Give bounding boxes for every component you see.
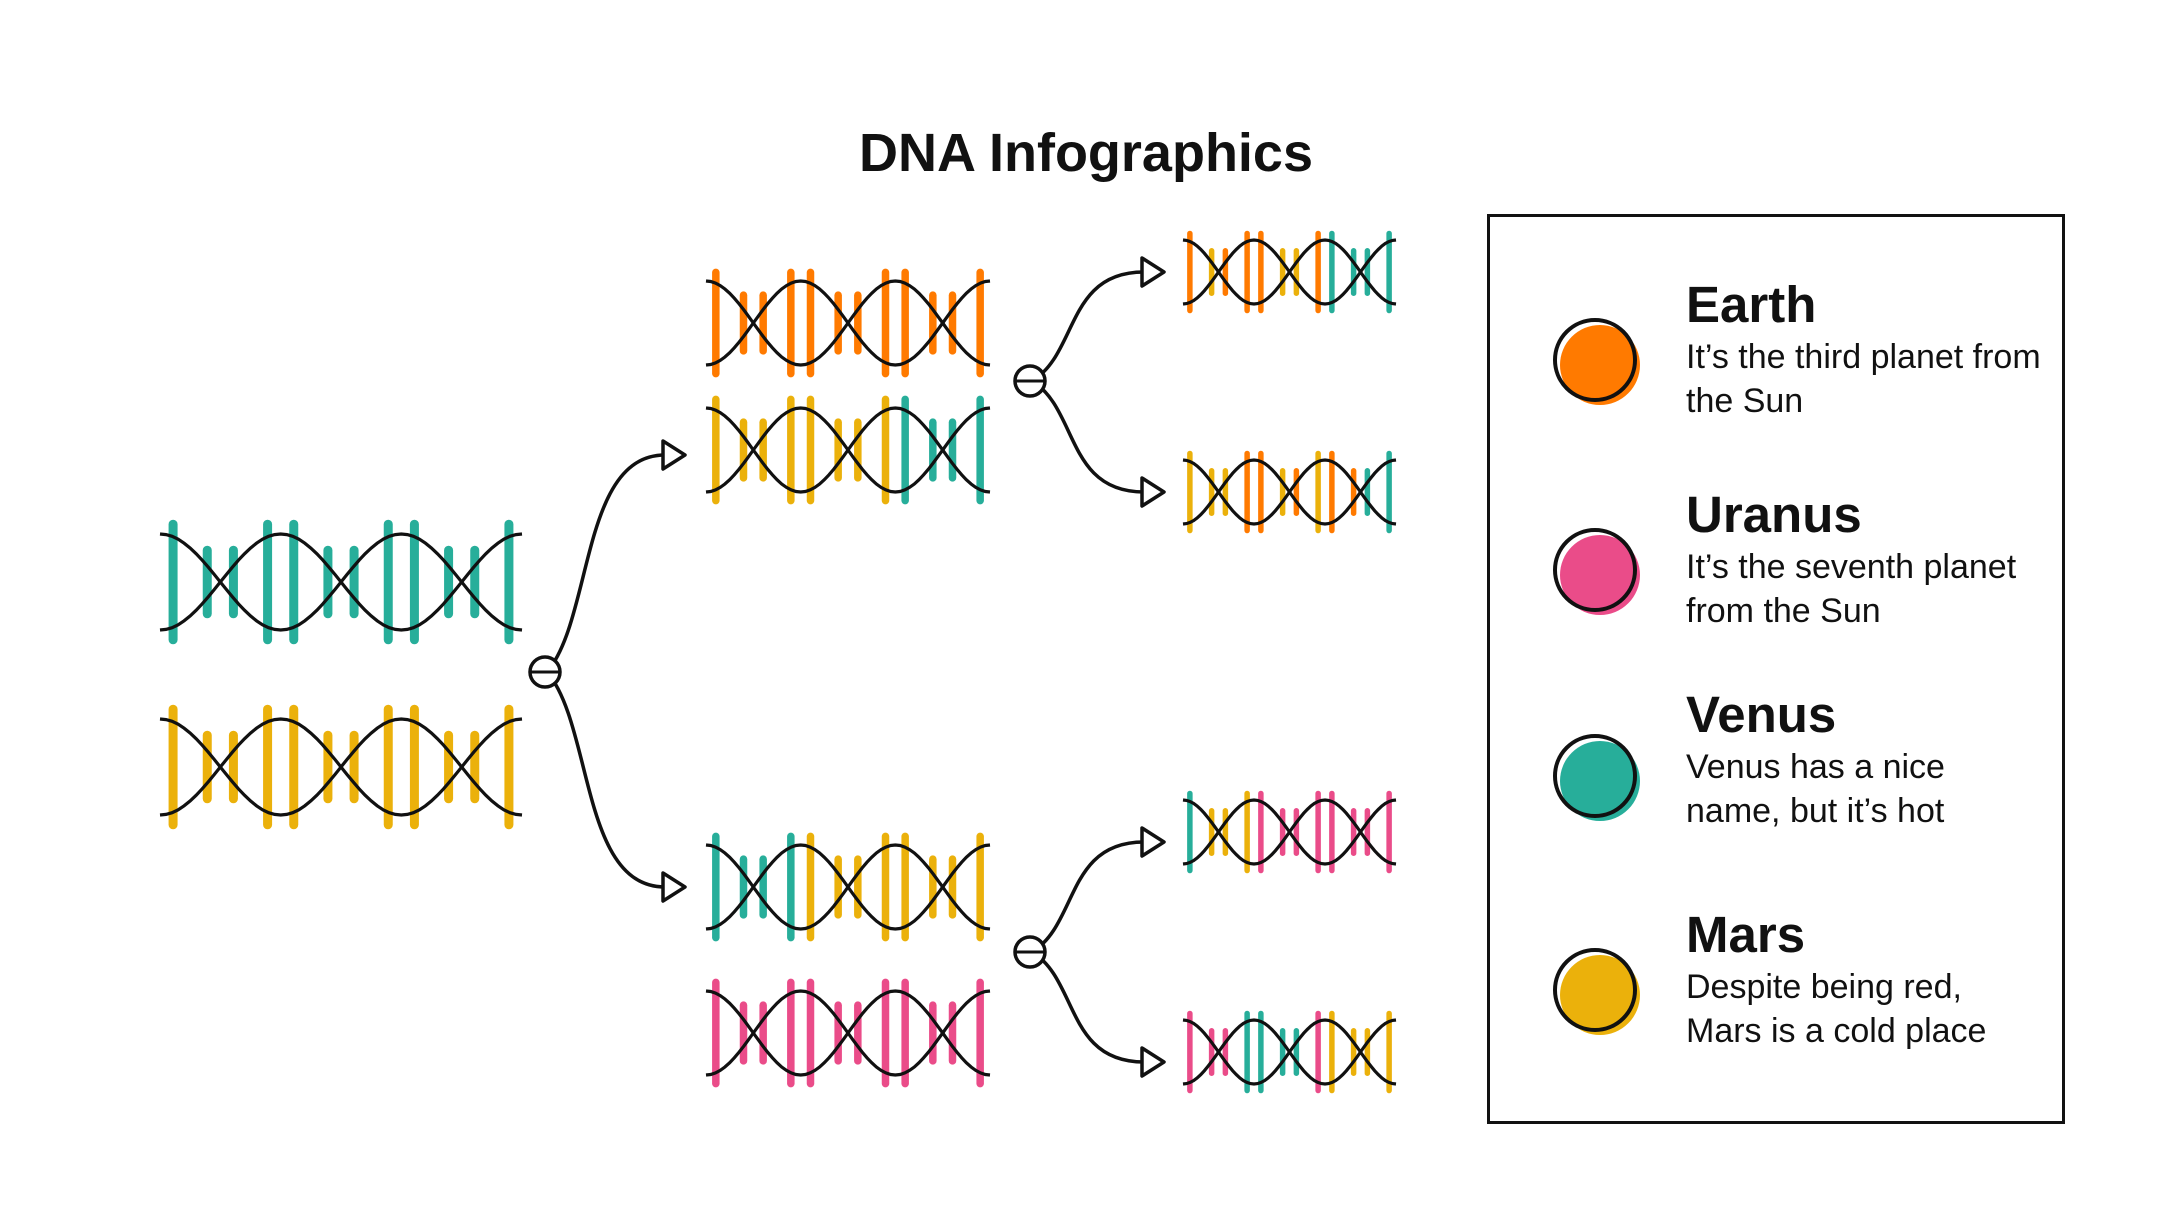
arrowhead-icon bbox=[1140, 1046, 1166, 1078]
venus-color-dot-icon bbox=[1553, 734, 1640, 821]
dna-backbone bbox=[1182, 238, 1397, 306]
dna-backbone bbox=[1182, 798, 1397, 866]
connector-top bbox=[1013, 256, 1166, 508]
dna-backbone bbox=[705, 279, 991, 367]
mars-dot-fill bbox=[1560, 955, 1640, 1035]
dna-strand-orange bbox=[705, 268, 991, 378]
dna-backbone bbox=[1182, 1018, 1397, 1086]
legend-panel: Earth It’s the third planet from the Sun… bbox=[1487, 214, 2065, 1124]
legend-item-mars: Mars Despite being red, Mars is a cold p… bbox=[1490, 905, 2062, 1085]
branch-connectors-layer bbox=[528, 256, 1166, 1078]
dna-strand-yellow-teal bbox=[705, 395, 991, 505]
dna-strand-pink bbox=[705, 978, 991, 1088]
arrowhead-icon bbox=[661, 439, 687, 471]
dna-strand-teal-yellow-pink bbox=[1182, 790, 1397, 874]
arrowhead-icon bbox=[1140, 826, 1166, 858]
dna-backbone bbox=[705, 843, 991, 931]
legend-desc-earth: It’s the third planet from the Sun bbox=[1686, 338, 2041, 420]
arrowhead-icon bbox=[1140, 256, 1166, 288]
mars-color-dot-icon bbox=[1553, 948, 1640, 1035]
branch-curve bbox=[545, 670, 667, 889]
branch-curve bbox=[545, 453, 667, 674]
dna-strand-pink-teal-yellow bbox=[1182, 1010, 1397, 1094]
uranus-dot-fill bbox=[1560, 535, 1640, 615]
branch-curve bbox=[1030, 950, 1146, 1064]
legend-name-venus: Venus bbox=[1686, 686, 1837, 743]
arrowhead-icon bbox=[1140, 476, 1166, 508]
dna-backbone bbox=[705, 989, 991, 1077]
dna-strand-teal-yellow bbox=[705, 832, 991, 942]
earth-color-dot-icon bbox=[1553, 318, 1640, 405]
dna-backbone bbox=[1182, 458, 1397, 526]
page-title: DNA Infographics bbox=[858, 123, 1314, 183]
venus-dot-fill bbox=[1560, 741, 1640, 821]
connector-bottom bbox=[1013, 826, 1166, 1078]
legend-desc-uranus: It’s the seventh planet from the Sun bbox=[1686, 548, 2017, 630]
legend-desc-venus: Venus has a nice name, but it’s hot bbox=[1686, 748, 1945, 830]
dna-strand-yellow-orange-teal bbox=[1182, 450, 1397, 534]
legend-name-uranus: Uranus bbox=[1686, 486, 1862, 543]
branch-curve bbox=[1030, 840, 1146, 954]
earth-dot-fill bbox=[1560, 325, 1640, 405]
dna-backbone bbox=[705, 406, 991, 494]
branch-curve bbox=[1030, 270, 1146, 383]
dna-strands-layer bbox=[159, 230, 1397, 1094]
legend-item-venus: Venus Venus has a nice name, but it’s ho… bbox=[1490, 685, 2062, 865]
arrowhead-icon bbox=[661, 871, 687, 903]
legend-item-earth: Earth It’s the third planet from the Sun bbox=[1490, 275, 2062, 455]
dna-strand-yellow bbox=[159, 704, 523, 830]
branch-curve bbox=[1030, 379, 1146, 494]
legend-desc-mars: Despite being red, Mars is a cold place bbox=[1686, 968, 1987, 1050]
connector-main bbox=[528, 439, 687, 903]
dna-strand-teal bbox=[159, 519, 523, 645]
legend-item-uranus: Uranus It’s the seventh planet from the … bbox=[1490, 485, 2062, 665]
dna-strand-orange-yellow-teal bbox=[1182, 230, 1397, 314]
legend-name-earth: Earth bbox=[1686, 276, 1817, 333]
legend-name-mars: Mars bbox=[1686, 906, 1806, 963]
uranus-color-dot-icon bbox=[1553, 528, 1640, 615]
dna-backbone bbox=[159, 532, 523, 632]
dna-backbone bbox=[159, 717, 523, 817]
